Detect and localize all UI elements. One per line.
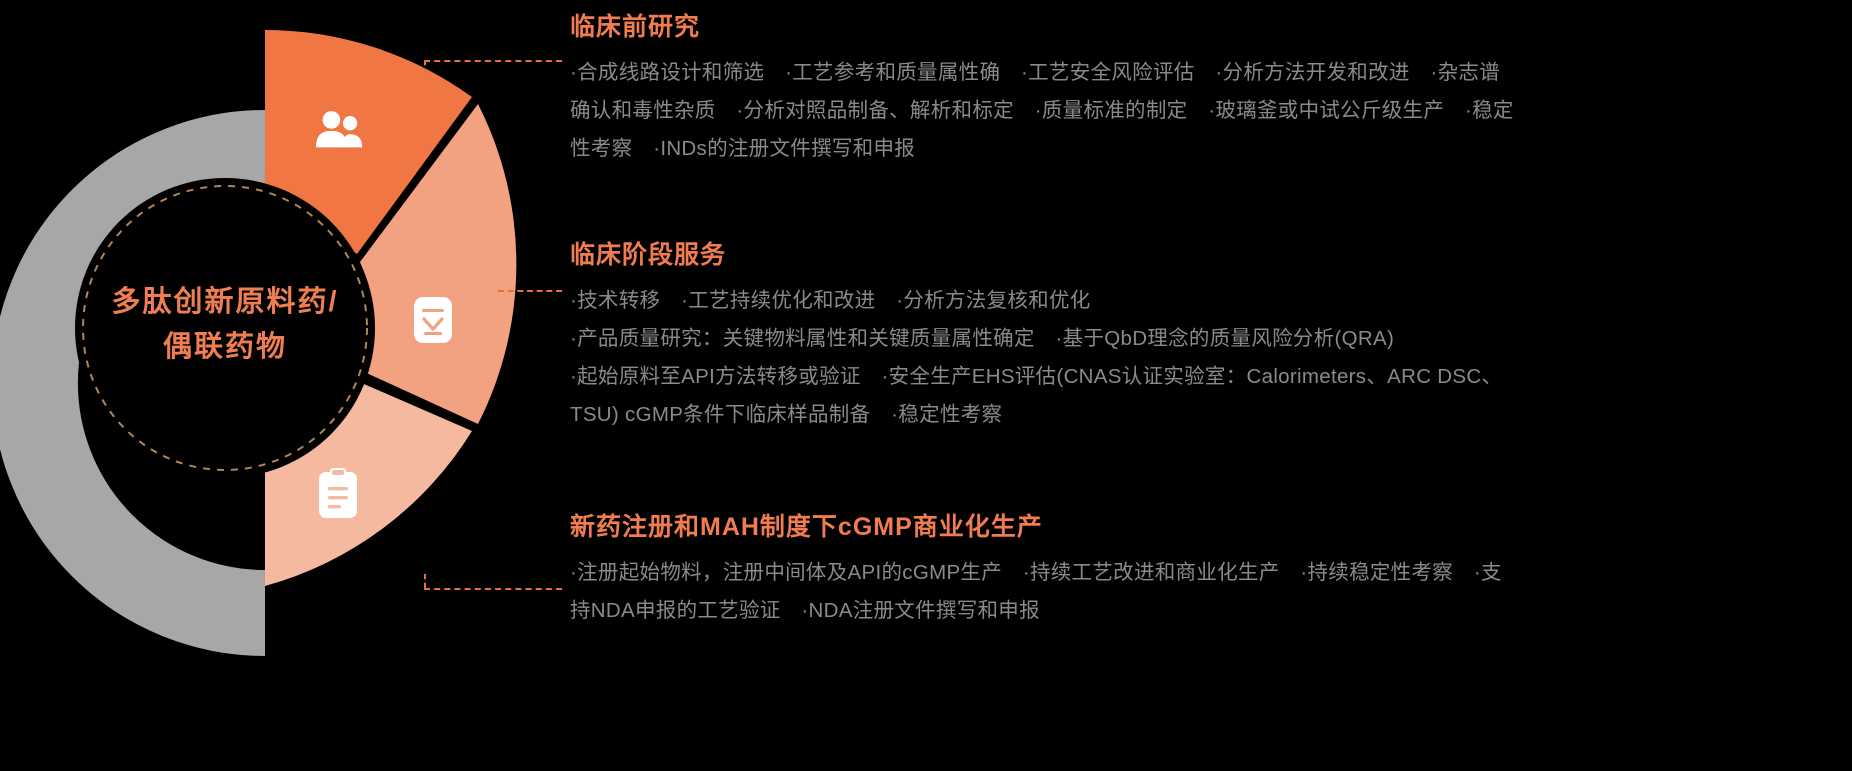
section-clinical-title: 临床阶段服务 — [570, 241, 727, 269]
clipboard-icon — [319, 468, 357, 518]
section-preclinical-body: ·合成线路设计和筛选 ·工艺参考和质量属性确 ·工艺安全风险评估 ·分析方法开发… — [570, 54, 1852, 168]
connector-preclinical — [424, 60, 562, 62]
section-commercial-title: 新药注册和MAH制度下cGMP商业化生产 — [570, 513, 1043, 541]
body-line: ·注册起始物料，注册中间体及API的cGMP生产 ·持续工艺改进和商业化生产 ·… — [570, 561, 1502, 584]
section-clinical: 临床阶段服务 ·技术转移 ·工艺持续优化和改进 ·分析方法复核和优化 ·产品质量… — [570, 240, 1852, 434]
section-commercial-body: ·注册起始物料，注册中间体及API的cGMP生产 ·持续工艺改进和商业化生产 ·… — [570, 554, 1852, 630]
body-line: ·产品质量研究：关键物料属性和关键质量属性确定 ·基于QbD理念的质量风险分析(… — [570, 327, 1395, 350]
body-line: 性考察 ·INDs的注册文件撰写和申报 — [570, 137, 916, 160]
body-line: ·合成线路设计和筛选 ·工艺参考和质量属性确 ·工艺安全风险评估 ·分析方法开发… — [570, 61, 1501, 84]
outer-grey-ring — [0, 110, 266, 656]
service-wheel-graphic: 多肽创新原料药/ 偶联药物 — [0, 0, 560, 766]
connector-clinical — [498, 290, 562, 292]
connector-preclinical-stem — [424, 60, 426, 74]
wheel-segment-clinical[interactable] — [360, 104, 517, 424]
body-line: 确认和毒性杂质 ·分析对照品制备、解析和标定 ·质量标准的制定 ·玻璃釜或中试公… — [570, 99, 1514, 122]
connector-commercial-stem — [424, 574, 426, 588]
inner-black-disc — [75, 178, 375, 478]
wheel-segment-preclinical[interactable] — [265, 29, 472, 255]
section-commercial: 新药注册和MAH制度下cGMP商业化生产 ·注册起始物料，注册中间体及API的c… — [570, 512, 1852, 630]
flask-icon — [414, 297, 452, 343]
section-preclinical: 临床前研究 ·合成线路设计和筛选 ·工艺参考和质量属性确 ·工艺安全风险评估 ·… — [570, 12, 1852, 168]
wheel-svg — [0, 29, 517, 656]
people-icon — [316, 111, 363, 148]
section-clinical-body: ·技术转移 ·工艺持续优化和改进 ·分析方法复核和优化 ·产品质量研究：关键物料… — [570, 282, 1852, 434]
connector-commercial — [424, 588, 562, 590]
body-line: TSU) cGMP条件下临床样品制备 ·稳定性考察 — [570, 403, 1003, 426]
section-preclinical-title: 临床前研究 — [570, 13, 701, 41]
body-line: 持NDA申报的工艺验证 ·NDA注册文件撰写和申报 — [570, 599, 1040, 622]
dashed-gold-ring — [82, 185, 368, 471]
body-line: ·起始原料至API方法转移或验证 ·安全生产EHS评估(CNAS认证实验室：Ca… — [570, 365, 1503, 388]
body-line: ·技术转移 ·工艺持续优化和改进 ·分析方法复核和优化 — [570, 289, 1091, 312]
